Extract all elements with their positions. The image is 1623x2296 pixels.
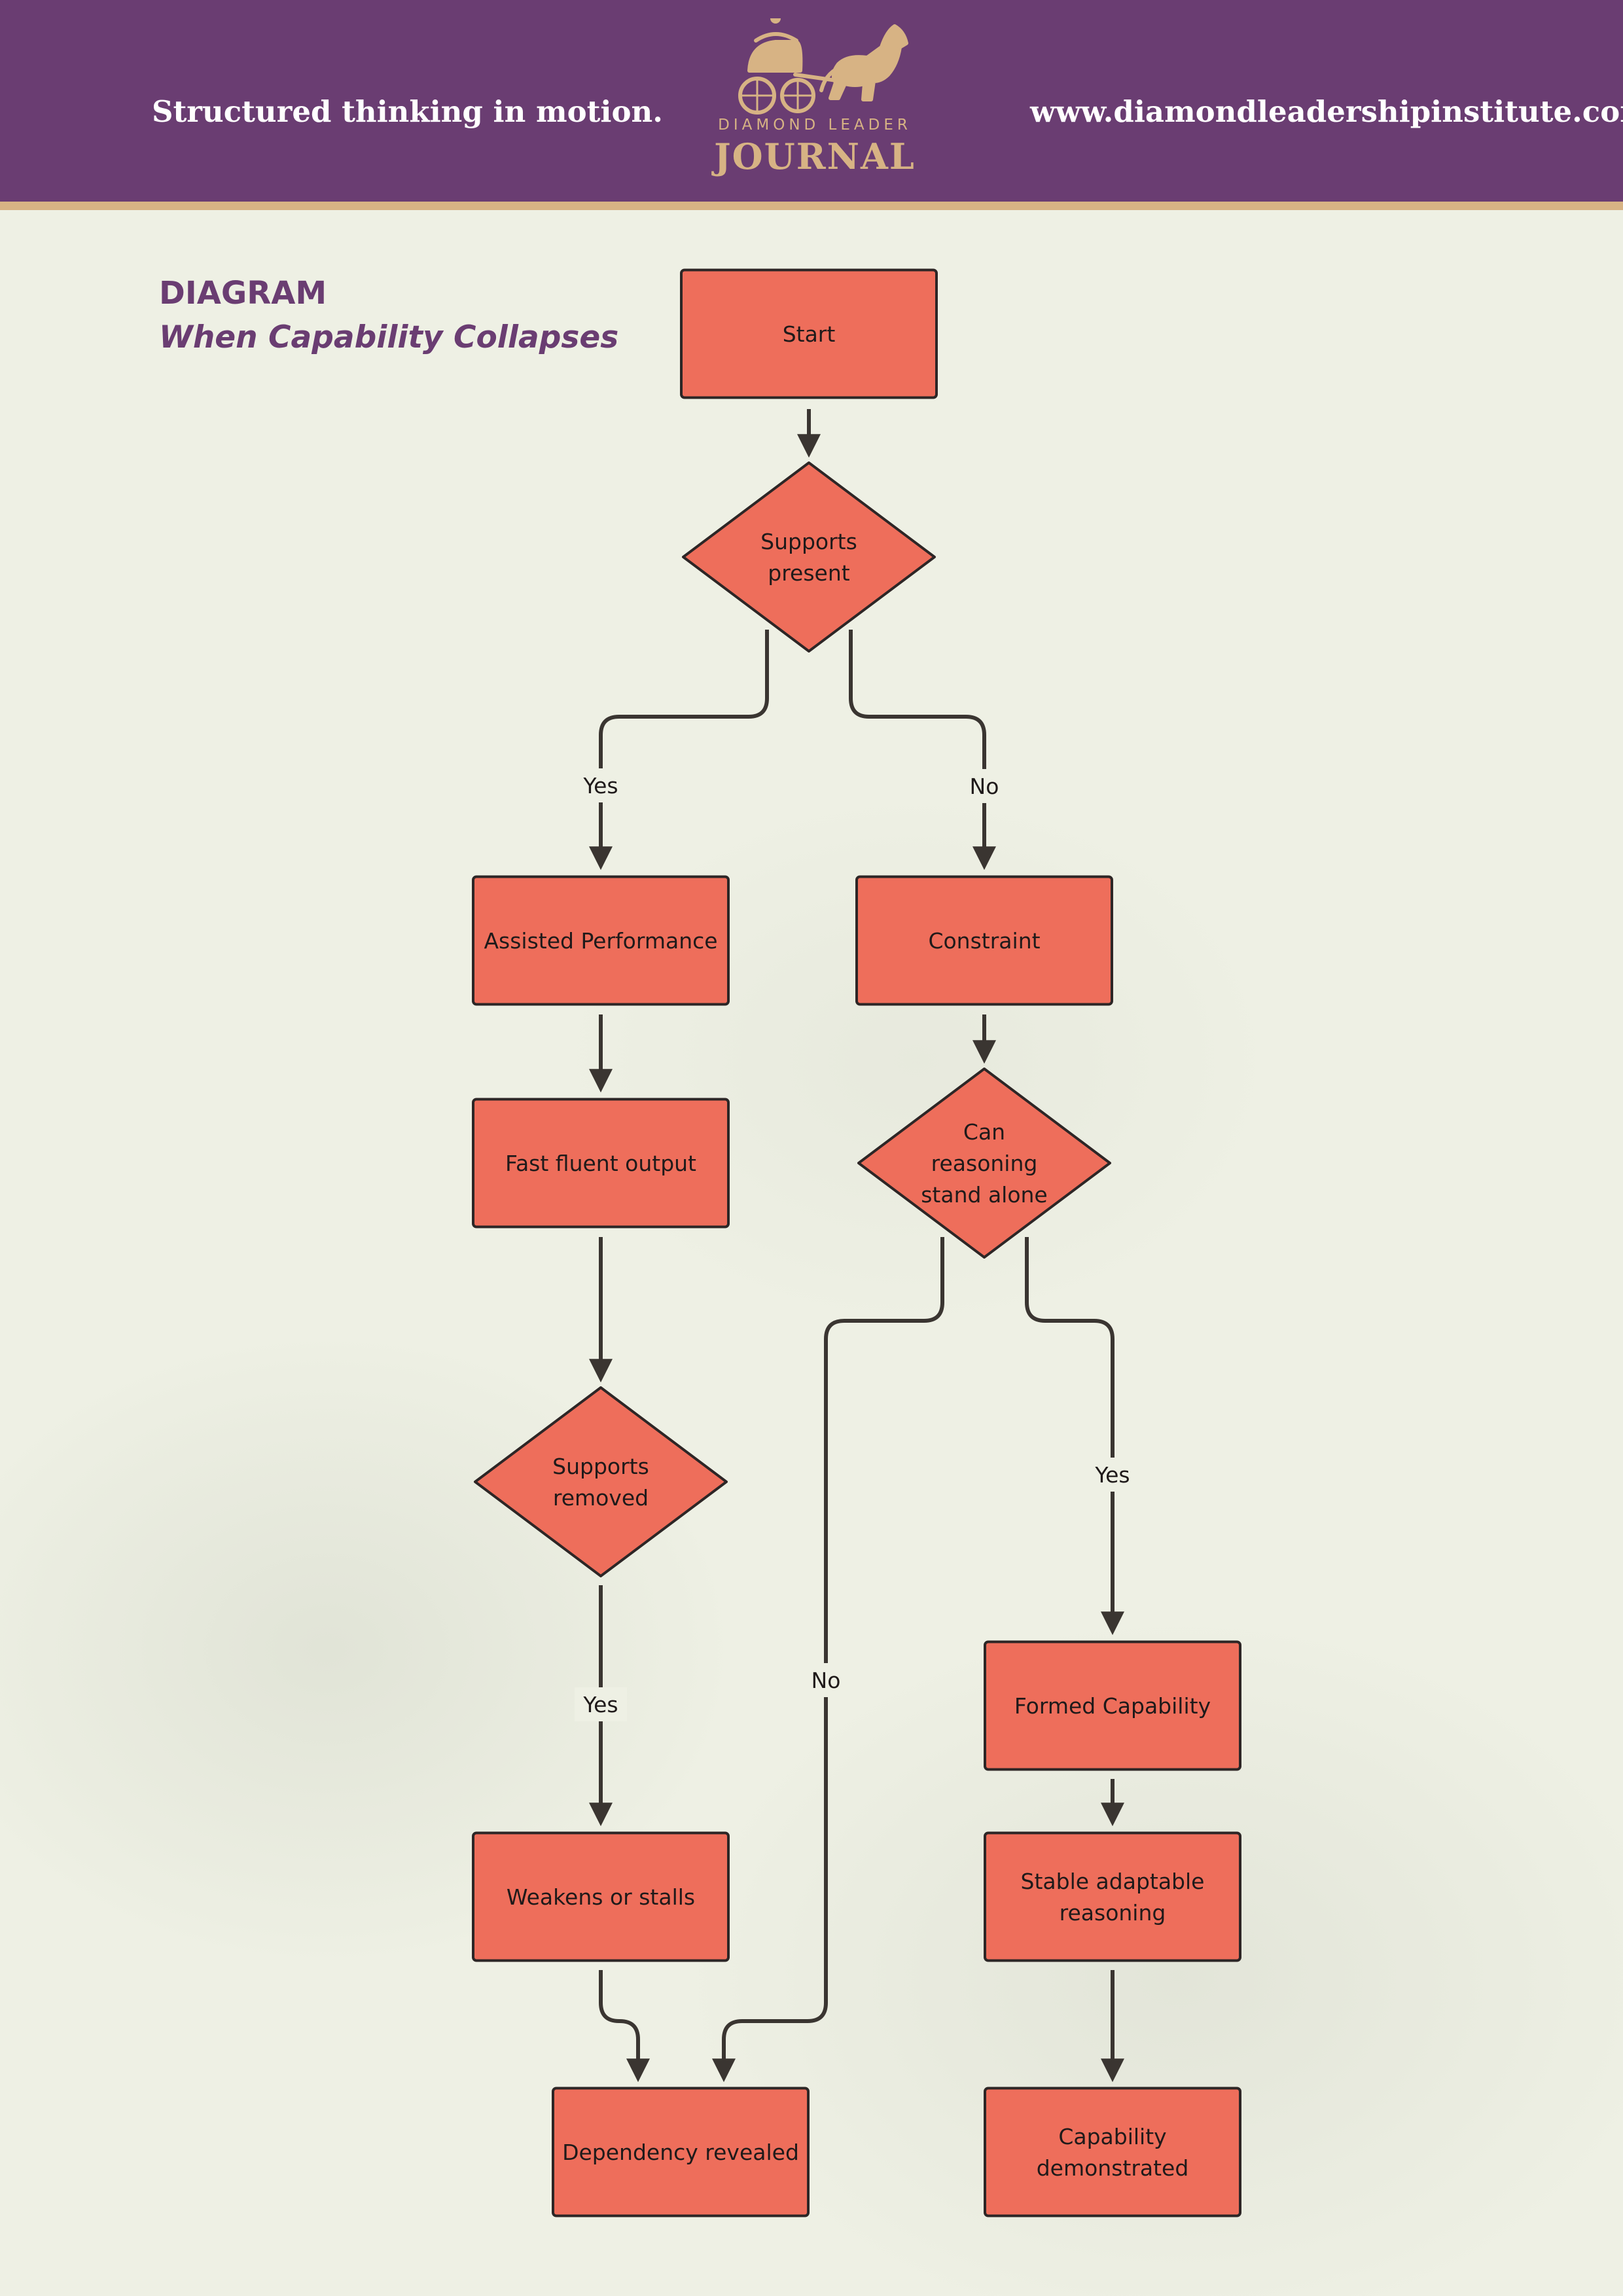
header-divider xyxy=(0,202,1623,210)
node-label: Assisted Performance xyxy=(484,928,717,954)
node-label: Capability xyxy=(1058,2124,1166,2149)
process-box xyxy=(984,1640,1241,1771)
node-label: Formed Capability xyxy=(1014,1693,1211,1719)
edge-label: No xyxy=(970,774,999,799)
node-label: present xyxy=(768,560,850,586)
journal-logo: DIAMOND LEADER JOURNAL xyxy=(711,18,916,177)
edge-line xyxy=(599,1970,650,2083)
process-box xyxy=(472,1098,730,1229)
logo-bottom-text: JOURNAL xyxy=(711,135,916,177)
node-label: Supports xyxy=(552,1454,649,1479)
process-box xyxy=(472,875,730,1006)
edge-label-background xyxy=(800,1663,852,1697)
node-formed: Formed Capability xyxy=(984,1640,1241,1771)
edge-line xyxy=(712,1237,944,2083)
node-label: Weakens or stalls xyxy=(507,1884,695,1910)
edge-can_reason-to-dependency: No xyxy=(712,1237,944,2083)
edge-weakens-to-dependency xyxy=(599,1970,650,2083)
edge-label: No xyxy=(812,1668,841,1693)
node-label: demonstrated xyxy=(1037,2155,1189,2181)
edge-label-background xyxy=(575,1687,627,1721)
node-label: Dependency revealed xyxy=(562,2140,799,2165)
horse-carriage-icon xyxy=(738,18,908,115)
node-label: stand alone xyxy=(921,1182,1048,1208)
edge-supports_present-to-constraint: No xyxy=(849,630,1010,870)
logo-top-text: DIAMOND LEADER xyxy=(718,117,912,134)
node-label: Supports xyxy=(760,529,857,554)
node-assisted: Assisted Performance xyxy=(472,875,730,1006)
edge-supports_removed-to-weakens: Yes xyxy=(575,1585,627,1827)
edge-label: Yes xyxy=(582,1692,618,1717)
node-stable: Stable adaptable reasoning xyxy=(984,1831,1241,1962)
edge-line xyxy=(589,630,769,870)
node-label: reasoning xyxy=(1060,1900,1166,1926)
node-can-reason: Can reasoning stand alone xyxy=(857,1067,1111,1259)
edge-line xyxy=(849,630,996,870)
process-box xyxy=(680,268,938,399)
header-bar: Structured thinking in motion. DIAMOND L… xyxy=(0,0,1623,202)
header-tagline: Structured thinking in motion. xyxy=(152,94,663,129)
edge-supports_present-to-assisted: Yes xyxy=(575,630,769,870)
node-supports-present: Supports present xyxy=(682,461,936,653)
edge-label-background xyxy=(1086,1458,1139,1492)
node-weakens: Weakens or stalls xyxy=(472,1831,730,1962)
node-label: Stable adaptable xyxy=(1021,1869,1205,1894)
process-box xyxy=(552,2087,810,2217)
node-demonstrated: Capability demonstrated xyxy=(984,2087,1241,2217)
node-label: Can xyxy=(963,1119,1005,1145)
process-box xyxy=(855,875,1113,1006)
edge-label-background xyxy=(575,768,627,802)
node-fast: Fast fluent output xyxy=(472,1098,730,1229)
edge-can_reason-to-formed: Yes xyxy=(1025,1237,1139,1636)
edge-line xyxy=(1025,1237,1124,1636)
process-box xyxy=(984,1831,1241,1962)
process-box xyxy=(984,2087,1241,2217)
node-label: Fast fluent output xyxy=(505,1151,696,1176)
node-constraint: Constraint xyxy=(855,875,1113,1006)
node-label: Constraint xyxy=(928,928,1040,954)
node-label: removed xyxy=(553,1485,649,1511)
edge-label: Yes xyxy=(582,773,618,798)
decision-diamond xyxy=(474,1386,728,1577)
node-start: Start xyxy=(680,268,938,399)
decision-diamond xyxy=(682,461,936,653)
node-label: Start xyxy=(783,321,836,347)
edge-label: Yes xyxy=(1094,1462,1130,1488)
document-title: When Capability Collapses xyxy=(159,319,619,355)
document-label: DIAGRAM xyxy=(159,275,327,312)
process-box xyxy=(472,1831,730,1962)
decision-diamond xyxy=(857,1067,1111,1259)
node-dependency: Dependency revealed xyxy=(552,2087,810,2217)
header-website-link[interactable]: www.diamondleadershipinstitute.com xyxy=(1030,94,1623,129)
edge-label-background xyxy=(958,769,1010,803)
node-label: reasoning xyxy=(931,1151,1038,1176)
node-supports-removed: Supports removed xyxy=(474,1386,728,1577)
